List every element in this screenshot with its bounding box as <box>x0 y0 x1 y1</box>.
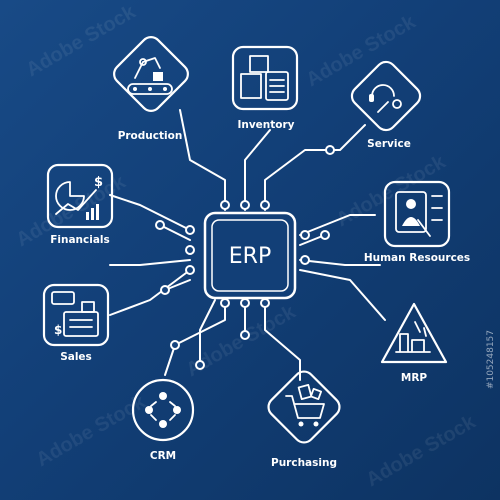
module-mrp: MRP <box>380 302 448 384</box>
module-financials: $ Financials <box>46 163 114 246</box>
purchasing-cart-icon <box>285 384 325 427</box>
erp-chip: ERP <box>203 211 297 300</box>
svg-text:$: $ <box>94 175 103 190</box>
stock-id: #105248157 <box>486 330 496 390</box>
circuit-pads <box>155 145 335 370</box>
module-sales: $ Sales <box>42 283 110 363</box>
module-inventory: Inventory <box>231 45 299 131</box>
module-human-resources: Human Resources <box>364 180 470 264</box>
sales-register-icon: $ <box>51 291 99 337</box>
human-resources-label: Human Resources <box>364 252 470 264</box>
service-headset-icon <box>369 84 402 113</box>
crm-label: CRM <box>150 450 176 462</box>
module-crm: CRM <box>131 378 195 462</box>
financials-chart-icon: $ <box>55 175 103 220</box>
mrp-label: MRP <box>401 372 428 384</box>
service-label: Service <box>367 138 411 150</box>
module-production: Production <box>113 36 189 142</box>
financials-label: Financials <box>50 234 110 246</box>
module-service: Service <box>350 60 422 150</box>
crm-network-icon <box>145 392 181 428</box>
production-label: Production <box>118 130 183 142</box>
production-robot-icon <box>127 57 173 95</box>
inventory-label: Inventory <box>237 119 294 131</box>
mrp-factory-icon <box>395 321 431 353</box>
human-resources-person-icon <box>395 191 443 237</box>
svg-text:$: $ <box>54 323 62 337</box>
inventory-boxes-icon <box>240 55 289 101</box>
purchasing-label: Purchasing <box>271 457 337 469</box>
module-purchasing: Purchasing <box>267 370 341 469</box>
erp-label: ERP <box>229 244 271 269</box>
circuit-traces <box>109 109 386 381</box>
sales-label: Sales <box>60 351 92 363</box>
